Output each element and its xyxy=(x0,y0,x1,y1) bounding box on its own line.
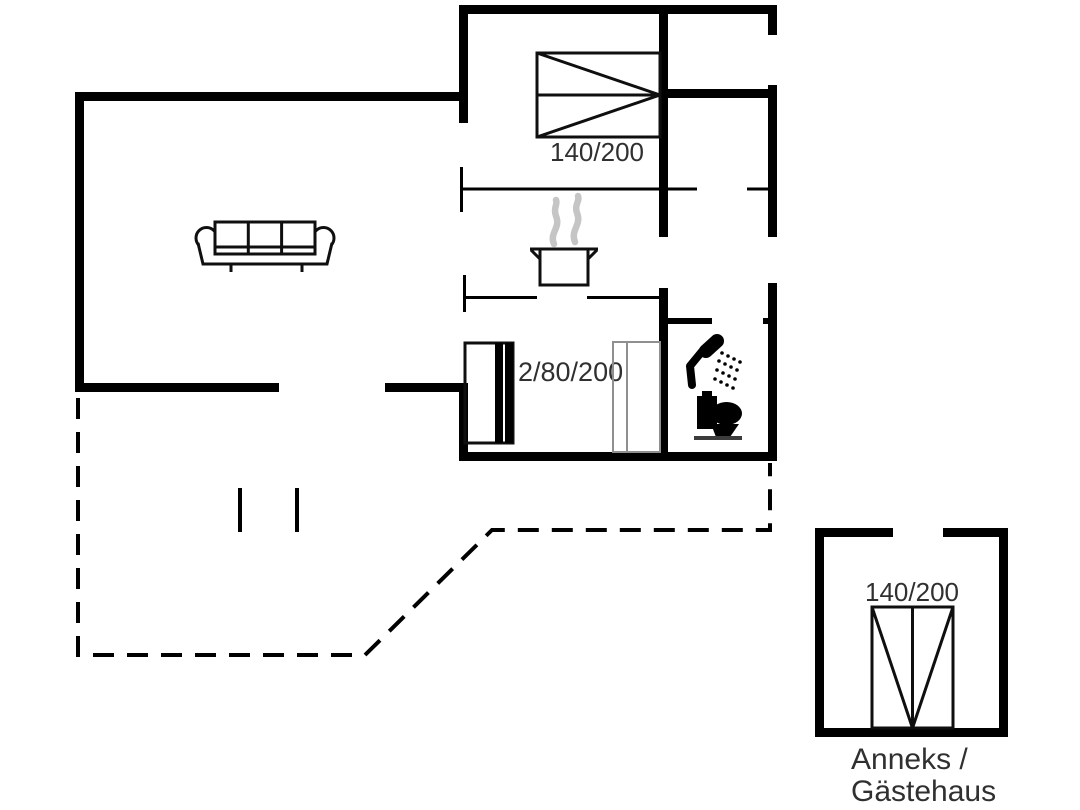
wall-right-middle xyxy=(768,85,777,237)
annex-bed-size-label: 140/200 xyxy=(865,577,959,607)
walls-main-house xyxy=(75,5,777,461)
shower-icon xyxy=(686,334,742,390)
walls-annex xyxy=(815,528,1008,737)
steam-icon xyxy=(570,192,582,246)
terrace-dashed-line xyxy=(76,398,772,657)
wall-right-upper xyxy=(768,5,777,35)
annex-caption-line1: Anneks / xyxy=(851,743,968,776)
stove-pot-icon xyxy=(529,192,599,287)
wall-top xyxy=(459,5,777,14)
wardrobe-icon xyxy=(612,341,661,453)
wall-living-top xyxy=(75,92,462,101)
wall-right-lower xyxy=(768,283,777,461)
wall-bathroom-left xyxy=(659,288,668,461)
wall-living-bottom-right xyxy=(385,383,468,392)
top-right-room-area xyxy=(668,14,768,89)
wall-bottom xyxy=(459,452,777,461)
steam-icon xyxy=(549,196,561,248)
annex-double-bed-icon xyxy=(870,605,955,730)
annex-wall-top-right xyxy=(943,528,1008,537)
annex-caption-line2: Gästehaus xyxy=(851,775,996,808)
wall-living-left xyxy=(75,92,84,392)
bunk-bed-size-label: 2/80/200 xyxy=(518,357,623,387)
terrace-area xyxy=(84,398,684,653)
wall-bathroom-top-left xyxy=(659,318,712,324)
double-bed-icon xyxy=(535,51,662,139)
toilet-icon xyxy=(694,391,742,440)
annex-wall-bottom xyxy=(815,728,1008,737)
bunk-bed-icon xyxy=(463,341,515,445)
annex-wall-top-left xyxy=(815,528,893,537)
annex-wall-left xyxy=(815,528,824,737)
sofa-icon xyxy=(194,220,336,272)
shower-spray-dots xyxy=(713,351,742,390)
terrace-outline xyxy=(76,398,772,657)
annex-caption: Anneks / Gästehaus xyxy=(851,743,996,808)
hallway-area xyxy=(668,192,768,318)
wall-topright-room-bottom xyxy=(659,89,777,98)
wall-mid-vertical-upper xyxy=(659,5,668,237)
main-bed-size-label: 140/200 xyxy=(550,137,644,167)
walls-interior-thin xyxy=(460,167,770,312)
wall-living-bottom-left xyxy=(75,383,279,392)
wall-bedroom-left xyxy=(459,5,468,123)
wall-bathroom-top-right xyxy=(763,318,777,324)
annex-wall-right xyxy=(999,528,1008,737)
